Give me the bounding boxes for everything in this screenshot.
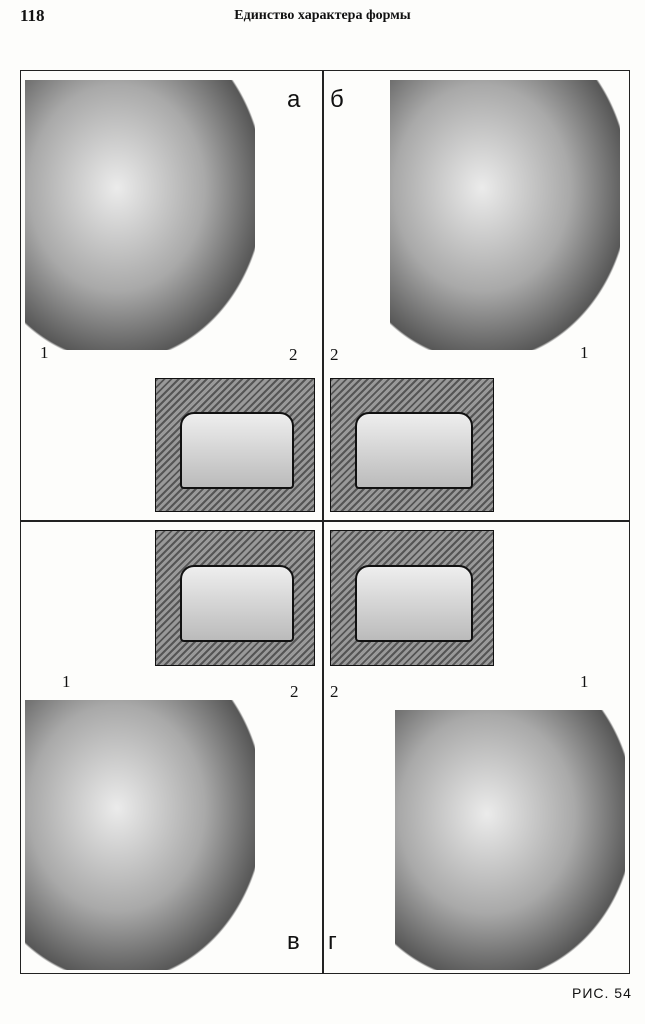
label-v-1: 1 [62, 672, 71, 691]
running-title: Единство характера формы [234, 8, 411, 23]
detail-inset-b [330, 378, 494, 512]
panel-letter-b: б [330, 86, 344, 113]
detail-inset-a [155, 378, 315, 512]
milling-machine-drawing-b [390, 80, 620, 350]
milling-machine-drawing-g [395, 710, 625, 970]
figure-caption: РИС. 54 [572, 985, 632, 1001]
milling-machine-drawing-v [25, 700, 255, 970]
label-a-2: 2 [289, 345, 298, 364]
panel-letter-v: в [287, 928, 300, 955]
horizontal-divider [20, 520, 630, 522]
page-number: 118 [20, 6, 45, 25]
label-v-2: 2 [290, 682, 299, 701]
label-b-2: 2 [330, 345, 339, 364]
panel-letter-g: г [328, 928, 337, 955]
detail-inset-g [330, 530, 494, 666]
label-g-2: 2 [330, 682, 339, 701]
detail-inset-v [155, 530, 315, 666]
label-a-1: 1 [40, 343, 49, 362]
label-b-1: 1 [580, 343, 589, 362]
panel-letter-a: а [287, 86, 301, 113]
figure-frame [20, 70, 630, 974]
label-g-1: 1 [580, 672, 589, 691]
vertical-divider [322, 70, 324, 974]
milling-machine-drawing-a [25, 80, 255, 350]
